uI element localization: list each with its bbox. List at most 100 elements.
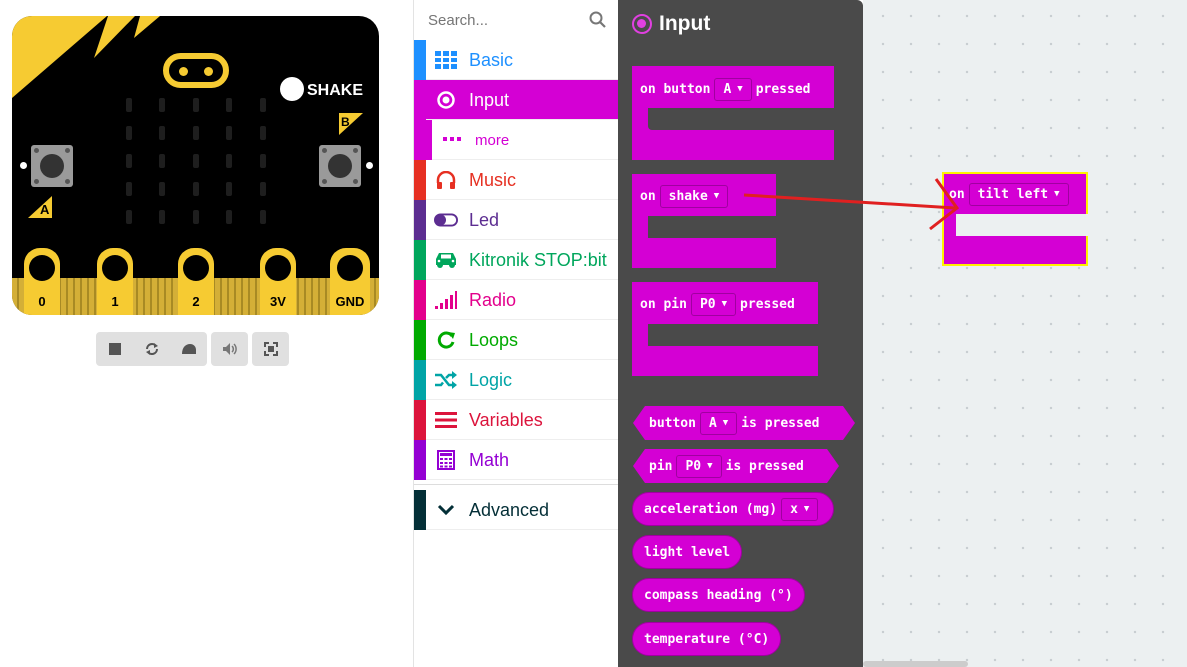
- category-label: Kitronik STOP:bit: [469, 250, 607, 270]
- logo-touch-icon[interactable]: [163, 53, 229, 88]
- category-input[interactable]: Input: [414, 80, 619, 120]
- category-logic[interactable]: Logic: [414, 360, 619, 400]
- refresh-icon: [434, 328, 458, 352]
- category-advanced[interactable]: Advanced: [414, 490, 619, 530]
- category-label: Radio: [469, 290, 517, 310]
- category-label: more: [475, 132, 510, 149]
- category-input-more[interactable]: more: [414, 120, 619, 160]
- light-level-block[interactable]: light level: [632, 535, 743, 569]
- led: [126, 182, 132, 196]
- led: [159, 210, 165, 224]
- grid-icon: [434, 48, 458, 72]
- gesture-dropdown[interactable]: shake▼: [659, 184, 729, 208]
- microbit-board: SHAKE A B 0 1 2: [12, 16, 379, 315]
- simulator-panel: SHAKE A B 0 1 2: [0, 0, 413, 667]
- category-label: Led: [469, 210, 500, 230]
- on-button-pressed-block[interactable]: on button A▼ pressed: [632, 66, 834, 160]
- on-gesture-block[interactable]: on shake▼: [632, 174, 776, 268]
- led: [159, 182, 165, 196]
- button-a-tag: [28, 196, 52, 218]
- axis-dropdown[interactable]: x▼: [781, 497, 819, 521]
- pin-2[interactable]: 2: [178, 248, 214, 315]
- calculator-icon: [434, 448, 458, 472]
- list-icon: [434, 408, 458, 432]
- category-led[interactable]: Led: [414, 200, 619, 240]
- button-a-indicator: [20, 162, 27, 169]
- category-radio[interactable]: Radio: [414, 280, 619, 320]
- category-label: Math: [469, 450, 510, 470]
- car-icon: [434, 248, 458, 272]
- pin-0[interactable]: 0: [24, 248, 60, 315]
- button-dropdown[interactable]: A▼: [714, 77, 752, 101]
- category-loops[interactable]: Loops: [414, 320, 619, 360]
- chevron-down-icon: [434, 498, 458, 522]
- stop-icon[interactable]: [96, 332, 133, 366]
- category-variables[interactable]: Variables: [414, 400, 619, 440]
- button-b-tag: [339, 113, 363, 135]
- toolbox-divider: [414, 484, 619, 485]
- search-icon[interactable]: [588, 10, 608, 30]
- category-label: Advanced: [469, 500, 550, 520]
- category-math[interactable]: Math: [414, 440, 619, 480]
- shake-button[interactable]: [280, 77, 304, 101]
- led: [260, 98, 266, 112]
- mute-icon[interactable]: [211, 332, 248, 366]
- led: [159, 126, 165, 140]
- button-is-pressed-block[interactable]: button A▼ is pressed: [633, 406, 855, 440]
- temperature-block[interactable]: temperature (°C): [632, 622, 782, 656]
- led: [126, 210, 132, 224]
- corner-decoration: [12, 16, 160, 98]
- dots-icon: [440, 128, 464, 152]
- slowmo-icon[interactable]: [170, 332, 207, 366]
- headphones-icon: [434, 168, 458, 192]
- pin-3v[interactable]: 3V: [260, 248, 296, 315]
- acceleration-block[interactable]: acceleration (mg) x▼: [632, 492, 835, 526]
- pin-is-pressed-block[interactable]: pin P0▼ is pressed: [633, 449, 839, 483]
- on-pin-pressed-block[interactable]: on pin P0▼ pressed: [632, 282, 818, 376]
- compass-heading-block[interactable]: compass heading (°): [632, 578, 805, 612]
- led: [126, 98, 132, 112]
- category-label: Logic: [469, 370, 513, 390]
- button-b-label: B: [341, 115, 350, 129]
- restart-icon[interactable]: [133, 332, 170, 366]
- button-b[interactable]: [319, 145, 361, 187]
- button-b-indicator: [366, 162, 373, 169]
- fullscreen-icon[interactable]: [252, 332, 289, 366]
- led: [193, 126, 199, 140]
- pin-gnd[interactable]: GND: [330, 248, 370, 315]
- search-input[interactable]: [428, 8, 588, 32]
- flyout-title: Input: [632, 12, 710, 36]
- target-icon: [434, 88, 458, 112]
- workspace-scrollbar[interactable]: [863, 661, 968, 667]
- signal-icon: [434, 288, 458, 312]
- simulator-toolbar: [96, 332, 289, 366]
- category-kitronik-stopbit[interactable]: Kitronik STOP:bit: [414, 240, 619, 280]
- shuffle-icon: [434, 368, 458, 392]
- search-box: [414, 0, 619, 40]
- led: [260, 182, 266, 196]
- workspace-canvas[interactable]: [863, 0, 1187, 667]
- led: [193, 98, 199, 112]
- pin-dropdown[interactable]: P0▼: [690, 292, 737, 316]
- category-label: Variables: [469, 410, 543, 430]
- gesture-dropdown[interactable]: tilt left▼: [968, 182, 1069, 206]
- pin-1[interactable]: 1: [97, 248, 133, 315]
- led: [260, 154, 266, 168]
- led: [226, 126, 232, 140]
- category-music[interactable]: Music: [414, 160, 619, 200]
- input-flyout: Input on button A▼ pressed on shake▼ on …: [618, 0, 863, 667]
- category-label: Loops: [469, 330, 519, 350]
- target-icon: [632, 14, 652, 34]
- toggle-icon: [434, 208, 458, 232]
- led: [126, 126, 132, 140]
- button-dropdown[interactable]: A▼: [700, 412, 737, 435]
- button-a[interactable]: [31, 145, 73, 187]
- on-tilt-left-block[interactable]: on tilt left▼: [942, 172, 1088, 266]
- led: [226, 182, 232, 196]
- pin-dropdown[interactable]: P0▼: [676, 455, 721, 478]
- button-a-label: A: [40, 202, 50, 217]
- led: [226, 210, 232, 224]
- led: [260, 210, 266, 224]
- category-basic[interactable]: Basic: [414, 40, 619, 80]
- category-label: Input: [469, 90, 510, 110]
